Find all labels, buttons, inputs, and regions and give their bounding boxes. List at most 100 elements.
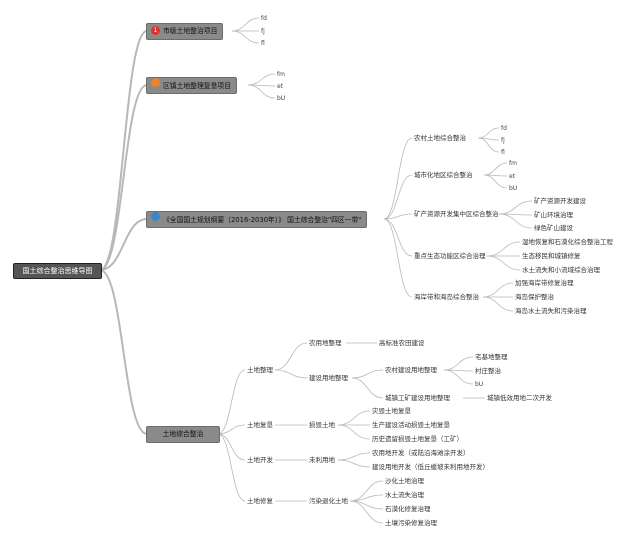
leaf-bu: bU	[509, 185, 518, 192]
number-1-badge: 1	[151, 26, 160, 35]
branch-child-line	[383, 213, 413, 220]
leaf-line	[231, 30, 260, 44]
leaf-line	[337, 452, 371, 461]
leaf-line	[443, 356, 474, 371]
leaf-fd: fd	[261, 15, 267, 22]
branch-national-plan[interactable]: 《全国国土规划纲要（2016-2030年）》 国土综合整治"四区一带"	[146, 211, 368, 228]
node-farmland-arrangement[interactable]: 农用地整理	[309, 339, 342, 347]
branch-label: 《全国国土规划纲要（2016-2030年）》 国土综合整治"四区一带"	[163, 216, 362, 224]
leaf-et: et	[277, 83, 284, 90]
child-line	[274, 342, 308, 371]
root-branch-line	[99, 269, 148, 435]
branch-label: 市级土地整治项目	[163, 27, 218, 35]
leaf-line	[477, 127, 500, 139]
node-land-restoration[interactable]: 土地修复	[247, 497, 273, 505]
node-land-arrangement[interactable]: 土地整理	[247, 366, 273, 374]
node-ecological-zone[interactable]: 重点生态功能区综合治理	[414, 252, 486, 260]
leaf-fl: fl	[501, 149, 505, 156]
leaf-homestead: 宅基地整理	[475, 353, 508, 361]
child-line	[351, 377, 384, 399]
leaf-et: et	[509, 173, 516, 180]
leaf-village: 村庄整治	[475, 367, 501, 375]
leaf-island-pollution: 海岛水土流失和污染治理	[515, 307, 587, 315]
node-land-development[interactable]: 土地开发	[247, 456, 273, 464]
node-urban-industrial[interactable]: 城镇工矿建设用地整理	[385, 394, 450, 402]
node-urban-area[interactable]: 城市化地区综合整治	[414, 171, 473, 179]
leaf-fl: fl	[261, 40, 265, 47]
root-branch-line	[99, 30, 148, 271]
node-mineral-zone[interactable]: 矿产资源开发集中区综合整治	[414, 210, 499, 218]
leaf-line	[247, 84, 276, 99]
node-land-reclamation[interactable]: 土地复垦	[247, 421, 273, 429]
leaf-eco-migration: 生态移民和城镇修复	[522, 252, 581, 260]
leaf-line	[337, 424, 371, 440]
leaf-line	[483, 174, 508, 189]
branch-child-line	[383, 218, 413, 257]
leaf-fm: fm	[277, 71, 285, 78]
leaf-production-reclaim: 生产建设活动损毁土地复垦	[372, 421, 450, 429]
node-unused-land[interactable]: 未利用地	[309, 456, 335, 464]
leaf-line	[498, 200, 533, 215]
leaf-line	[349, 500, 384, 510]
leaf-mineral-dev: 矿产资源开发建设	[534, 197, 586, 205]
leaf-fj: fj	[261, 28, 265, 35]
leaf-line	[247, 73, 276, 86]
leaf-disaster-reclaim: 灾毁土地复垦	[372, 407, 411, 415]
child-line	[274, 369, 308, 379]
root-branch-line	[99, 218, 148, 271]
leaf-historic-reclaim: 历史遗留损毁土地复垦（工矿）	[372, 435, 463, 443]
leaf-farmland-dev: 农用地开发（或陆沿海滩涂开发）	[372, 449, 470, 457]
branch-child-line	[383, 137, 413, 220]
blue-badge-icon	[151, 212, 160, 221]
branch-town-land-project[interactable]: 区镇土地整理复垦项目	[146, 77, 237, 94]
node-damaged-land[interactable]: 损毁土地	[309, 421, 335, 429]
leaf-line	[486, 255, 521, 271]
node-rural-construction[interactable]: 农村建设用地整理	[385, 366, 437, 374]
root-node[interactable]: 国土综合整治思维导图	[13, 263, 102, 279]
leaf-soil-erosion: 水土流失和小流域综合治理	[522, 266, 600, 274]
leaf-bu: bU	[475, 381, 484, 388]
leaf-bu: bU	[277, 95, 286, 102]
branch-label: 区镇土地整理复垦项目	[163, 82, 231, 90]
leaf-line	[498, 213, 533, 229]
node-polluted-land[interactable]: 污染退化土地	[309, 497, 348, 505]
leaf-low-efficiency: 城镇低效用地二次开发	[487, 394, 552, 402]
leaf-line	[477, 137, 500, 153]
branch-child-line	[383, 174, 413, 220]
leaf-line	[231, 17, 260, 32]
node-rural-land[interactable]: 农村土地综合整治	[414, 134, 466, 142]
leaf-wetland: 湿地恢复和石漠化综合整治工程	[522, 238, 613, 246]
node-construction-land[interactable]: 建设用地整理	[309, 374, 348, 382]
leaf-island-protect: 海岛保护整治	[515, 293, 554, 301]
leaf-line	[349, 480, 384, 502]
leaf-line	[486, 241, 521, 257]
leaf-line	[483, 162, 508, 176]
leaf-high-standard-farmland: 高标准农田建设	[379, 339, 425, 347]
branch-child-line	[217, 433, 246, 502]
leaf-construction-dev: 建设用地开发（低丘缓坡未利用地开发）	[372, 463, 489, 471]
child-line	[351, 369, 384, 379]
leaf-green-mine: 绿色矿山建设	[534, 224, 573, 232]
leaf-soil-pollution: 土壤污染修复治理	[385, 519, 437, 527]
leaf-coast-repair: 加强海岸带修复治理	[515, 279, 574, 287]
leaf-line	[482, 282, 514, 298]
leaf-desertification: 沙化土地治理	[385, 477, 424, 485]
leaf-erosion-control: 水土流失治理	[385, 491, 424, 499]
leaf-line	[349, 500, 384, 524]
leaf-mine-environment: 矿山环境治理	[534, 211, 573, 219]
leaf-fj: fj	[501, 137, 505, 144]
orange-badge-icon	[151, 78, 160, 87]
branch-child-line	[217, 433, 246, 461]
leaf-line	[443, 369, 474, 385]
branch-child-line	[383, 218, 413, 298]
branch-land-consolidation[interactable]: 土地综合整治	[146, 426, 220, 443]
node-coastal-zone[interactable]: 海岸带和海岛综合整治	[414, 293, 479, 301]
root-branch-line	[99, 84, 148, 271]
leaf-line	[337, 459, 371, 468]
branch-child-line	[217, 424, 246, 435]
leaf-line	[337, 410, 371, 426]
leaf-fd: fd	[501, 125, 507, 132]
leaf-line	[482, 296, 514, 312]
